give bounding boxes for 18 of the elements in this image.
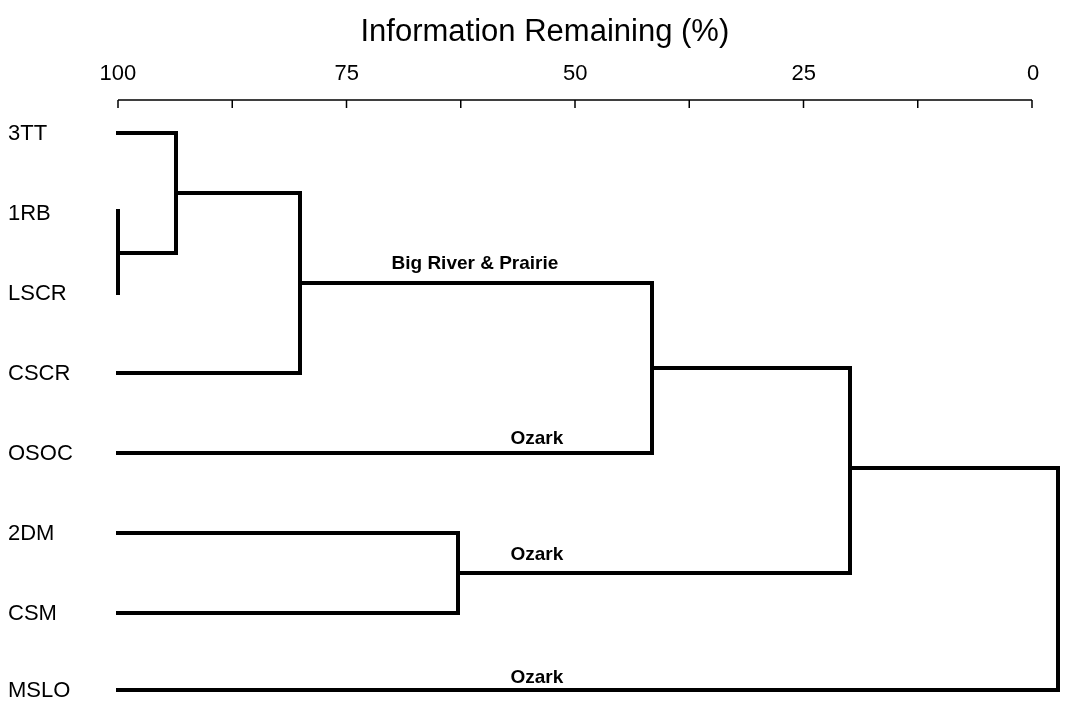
- leaf-label: 2DM: [8, 522, 55, 544]
- leaf-label: 3TT: [8, 122, 48, 144]
- cluster-label: Ozark: [510, 427, 564, 447]
- tick-label: 0: [1027, 62, 1040, 84]
- leaf-label: MSLO: [8, 679, 71, 701]
- tick-label: 50: [563, 62, 588, 84]
- cluster-label: Ozark: [510, 543, 564, 563]
- leaf-label: LSCR: [8, 282, 67, 304]
- axis-title: Information Remaining (%): [360, 14, 730, 46]
- tick-label: 25: [791, 62, 816, 84]
- cluster-label: Ozark: [510, 666, 564, 686]
- tick-label: 75: [334, 62, 359, 84]
- leaf-label: 1RB: [8, 202, 51, 224]
- cluster-label: Big River & Prairie: [391, 252, 559, 272]
- tick-label: 100: [99, 62, 137, 84]
- leaf-label: CSCR: [8, 362, 71, 384]
- leaf-label: CSM: [8, 602, 57, 624]
- leaf-label: OSOC: [8, 442, 73, 464]
